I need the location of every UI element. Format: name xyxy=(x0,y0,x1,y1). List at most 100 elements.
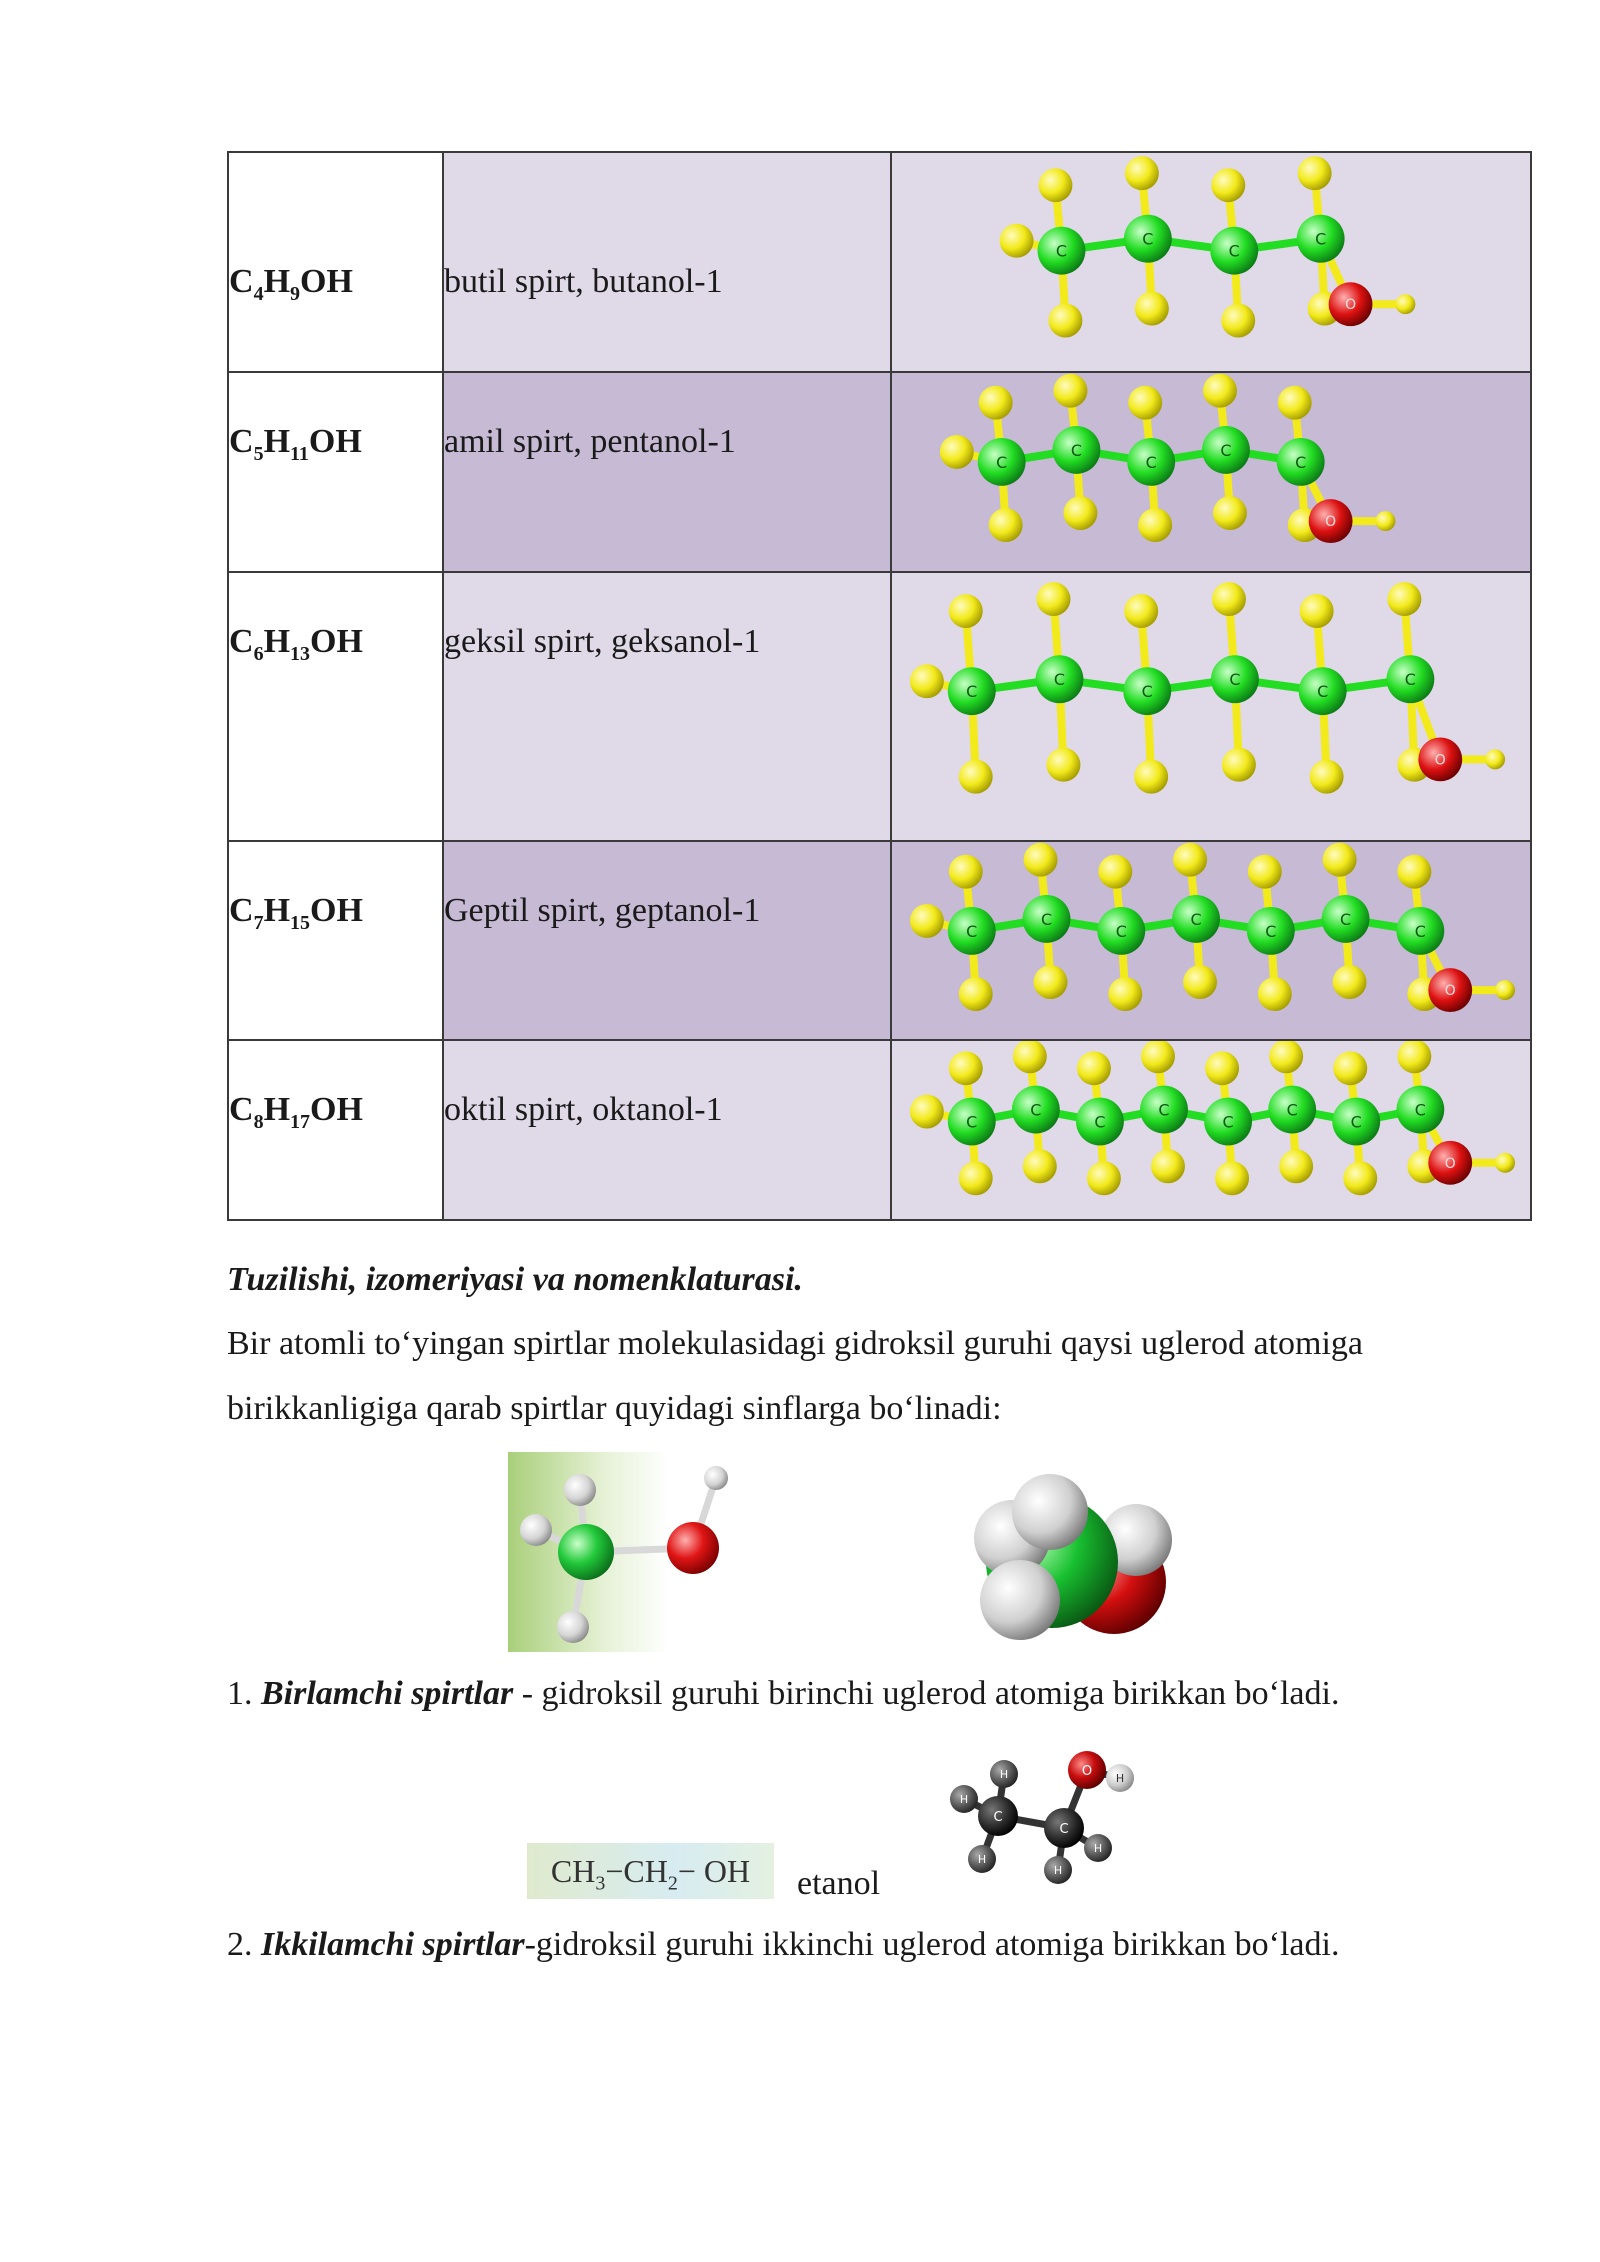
carbon-atom xyxy=(1386,654,1435,703)
carbon-atom-label: C xyxy=(1317,682,1328,701)
ch2-subscript: 2 xyxy=(667,1872,678,1895)
item-1-number: 1. xyxy=(227,1675,261,1712)
carbon-atom xyxy=(1022,894,1071,943)
oxygen-atom-label: O xyxy=(1345,297,1356,313)
item-2-text: -gidroksil guruhi ikkinchi uglerod atomi… xyxy=(524,1926,1340,1963)
formula-part: H xyxy=(263,1091,291,1129)
carbon-atom xyxy=(1211,654,1259,703)
carbon-atom-label: C xyxy=(966,922,977,941)
carbon-atom-label: C xyxy=(1415,1101,1426,1120)
formula-part: 7 xyxy=(253,911,264,934)
carbon-atom-label: C xyxy=(1158,1101,1169,1120)
atom-label-h: H xyxy=(1116,1772,1124,1785)
hydrogen-atom xyxy=(909,663,944,698)
hydrogen-atom xyxy=(948,1051,983,1086)
hydrogen-atom xyxy=(939,435,974,470)
carbon-atom-label: C xyxy=(1030,1101,1041,1120)
item-2: 2. Ikkilamchi spirtlar-gidroksil guruhi … xyxy=(227,1923,1339,1967)
hydrogen-atom xyxy=(1299,593,1334,628)
formula-cell: C8H17OH xyxy=(227,1039,444,1221)
formula-part: 13 xyxy=(290,642,311,665)
oxygen-atom-label: O xyxy=(1325,514,1336,530)
carbon-atom-label: C xyxy=(1351,1113,1362,1132)
hydrogen-atom xyxy=(1124,593,1159,628)
carbon-atom xyxy=(947,906,996,955)
formula-part: OH xyxy=(300,263,353,300)
hydroxyl-hydrogen-atom xyxy=(1375,511,1396,532)
formula-part: H xyxy=(263,891,291,929)
hydrogen-atom xyxy=(948,593,983,628)
hydrogen-atom xyxy=(958,1161,993,1196)
hydrogen-atom xyxy=(1247,854,1282,889)
hydrogen-atom xyxy=(1297,156,1332,191)
hydrogen-atom xyxy=(1086,1161,1121,1196)
hydrogen-atom xyxy=(1046,747,1081,782)
ethanol-model-image: C C O H H H H H H xyxy=(950,1751,1134,1884)
carbon-atom xyxy=(1035,654,1084,703)
carbon-atom-label: C xyxy=(1405,670,1416,689)
carbon-atom-label: C xyxy=(966,682,977,701)
formula-part: OH xyxy=(310,891,363,929)
atom-label-h: H xyxy=(960,1793,968,1806)
carbon-atom xyxy=(1210,226,1259,275)
formula-part: OH xyxy=(308,423,362,461)
ch3-subscript: 3 xyxy=(595,1872,606,1895)
carbon-atom xyxy=(1140,1085,1188,1134)
hydrogen-atom xyxy=(1036,581,1071,616)
formula-part: 6 xyxy=(253,642,264,665)
oxygen-atom xyxy=(1428,968,1473,1012)
carbon-atom-label: C xyxy=(1415,922,1426,941)
hydrogen-atom xyxy=(958,759,993,794)
carbon-atom xyxy=(1396,906,1445,955)
carbon-atom xyxy=(977,438,1026,487)
hydrogen-atom xyxy=(1012,1041,1047,1074)
formula-part: 5 xyxy=(253,443,264,466)
oxygen-atom-label: O xyxy=(1445,1156,1456,1172)
hydroxyl-hydrogen-atom xyxy=(1485,749,1506,770)
hydrogen-atom xyxy=(1022,1149,1057,1184)
carbon-atom xyxy=(1204,1097,1253,1146)
formula-part: C xyxy=(229,622,254,660)
alcohol-name-cell: oktil spirt, oktanol-1 xyxy=(442,1039,892,1221)
hydrogen-atom xyxy=(1134,291,1169,326)
carbon-atom-label: C xyxy=(966,1113,977,1132)
atom-label-c1: C xyxy=(993,1810,1002,1825)
item-2-number: 2. xyxy=(227,1926,261,1963)
formula-part: 15 xyxy=(290,911,311,934)
formula-part: 17 xyxy=(290,1111,311,1134)
item-1-text: - gidroksil guruhi birinchi uglerod atom… xyxy=(513,1675,1340,1712)
alcohol-name-cell: Geptil spirt, geptanol-1 xyxy=(442,839,892,1042)
hydrogen-atom xyxy=(1108,976,1143,1011)
oxygen-atom xyxy=(1308,499,1353,544)
hydrogen-atom xyxy=(958,976,993,1011)
hydrogen-atom xyxy=(1387,581,1422,616)
methanol-ball-stick-image xyxy=(508,1452,728,1652)
carbon-atom xyxy=(1052,426,1101,475)
hydrogen-atom xyxy=(1173,842,1208,877)
alcohol-name-cell: amil spirt, pentanol-1 xyxy=(442,371,892,573)
item-1: 1. Birlamchi spirtlar - gidroksil guruhi… xyxy=(227,1672,1339,1716)
carbon-atom xyxy=(1123,214,1172,263)
alcohol-name-cell: butil spirt, butanol-1 xyxy=(442,150,892,374)
carbon-atom xyxy=(947,1097,996,1146)
hydroxyl-hydrogen-atom xyxy=(1495,1153,1516,1173)
carbon-atom-label: C xyxy=(1094,1113,1105,1132)
hydrogen-atom xyxy=(909,903,944,938)
paragraph-line-1: Bir atomli to‘yingan spirtlar molekulasi… xyxy=(227,1325,1363,1362)
atom-label-h: H xyxy=(1000,1768,1008,1781)
carbon-atom xyxy=(947,666,996,715)
carbon-atom xyxy=(1127,438,1176,487)
hydrogen-atom xyxy=(1221,747,1256,782)
hydrogen-atom xyxy=(1279,1149,1314,1184)
formula-part: OH xyxy=(310,1091,363,1129)
